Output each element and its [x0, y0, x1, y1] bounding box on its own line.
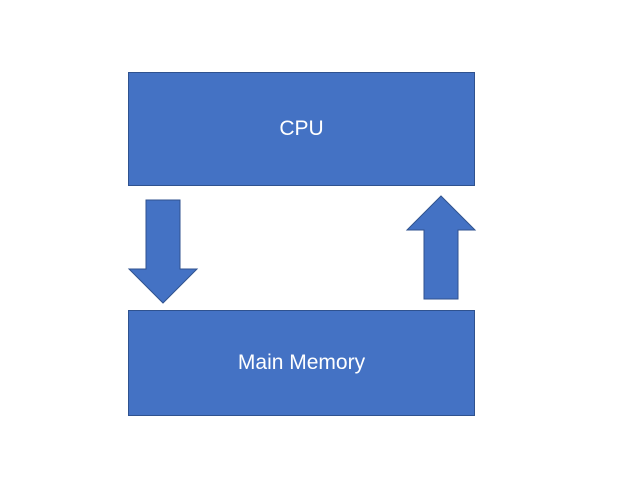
cpu-label: CPU: [279, 117, 324, 140]
main-memory-box: Main Memory: [128, 310, 475, 416]
cpu-box: CPU: [128, 72, 475, 186]
down-arrow-icon: [127, 199, 199, 304]
main-memory-label: Main Memory: [237, 351, 366, 374]
up-arrow-icon: [405, 195, 477, 300]
